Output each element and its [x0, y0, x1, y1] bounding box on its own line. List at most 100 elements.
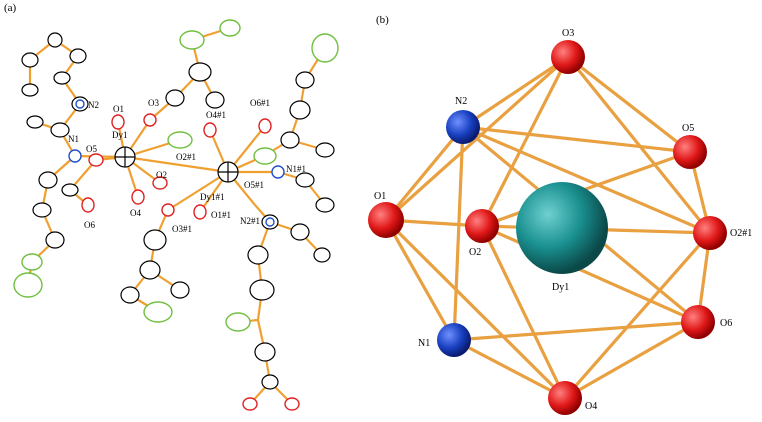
polyhedron-edge	[480, 150, 692, 228]
polyhedron-edge	[563, 231, 712, 400]
oxygen-atom	[258, 118, 272, 134]
fluorine-atom	[219, 19, 241, 37]
carbon-atom	[120, 286, 140, 304]
label-b-o3: O3	[562, 28, 574, 39]
label-b-dy1: Dy1	[552, 282, 569, 293]
label-b-n1: N1	[418, 338, 430, 349]
oxygen-sphere-o3	[551, 40, 585, 74]
polyhedron-edge	[384, 125, 465, 222]
polyhedron-edge	[480, 55, 570, 228]
oxygen-atom	[88, 153, 104, 167]
polyhedron-edge	[461, 125, 712, 235]
carbon-atom	[26, 115, 44, 129]
carbon-atom	[139, 260, 161, 280]
polyhedron-edge	[480, 224, 700, 324]
polyhedron-edge	[452, 320, 700, 342]
carbon-atom	[165, 89, 185, 107]
polyhedron-edge	[566, 55, 692, 154]
label-n2-1: N2#1	[240, 216, 260, 226]
label-n1: N1	[68, 134, 79, 144]
label-o3: O3	[148, 98, 159, 108]
fluorine-atom	[21, 253, 43, 271]
bond	[167, 171, 229, 211]
label-b-o4: O4	[585, 401, 597, 412]
oxygen-atom	[143, 113, 157, 127]
bond	[124, 155, 229, 174]
oxygen-sphere-o4	[548, 381, 582, 415]
panel-a-dysprosium-atoms	[114, 146, 239, 183]
dysprosium-sphere	[516, 182, 608, 274]
carbon-atom	[170, 281, 190, 299]
carbon-atom	[280, 131, 300, 149]
fluorine-atom	[225, 312, 251, 332]
oxygen-sphere-o2-1	[693, 216, 727, 250]
fluorine-atom	[311, 33, 339, 63]
panel-a-labels: N2 O1 O3 Dy1 N1 O5 O6 O4 O2 O2#1 O4#1 O6…	[68, 98, 306, 234]
polyhedron-edge	[384, 218, 456, 342]
panel-a-fluorine-atoms	[13, 19, 339, 332]
polyhedron-edge	[461, 125, 692, 154]
fluorine-atom	[13, 272, 43, 298]
carbon-atom	[315, 142, 335, 158]
polyhedron-edge	[452, 125, 465, 342]
oxygen-sphere-o5	[673, 135, 707, 169]
carbon-atom	[313, 247, 331, 263]
oxygen-atom	[203, 122, 217, 138]
polyhedron-edge	[384, 218, 484, 228]
carbon-atom	[50, 122, 70, 138]
polyhedron-edge	[688, 150, 712, 235]
label-o5: O5	[86, 144, 97, 154]
oxygen-atom	[152, 176, 168, 190]
carbon-atom	[21, 52, 39, 68]
nitrogen-atom	[75, 99, 85, 109]
polyhedron-edge	[566, 55, 712, 235]
label-b-o2: O2	[469, 247, 481, 258]
oxygen-atom	[131, 189, 145, 205]
polyhedron-edge	[696, 231, 712, 324]
label-o2: O2	[156, 170, 167, 180]
label-b-o6: O6	[720, 318, 732, 329]
label-n2: N2	[88, 100, 99, 110]
carbon-atom	[249, 279, 275, 301]
panel-b-edges	[384, 55, 712, 400]
carbon-atom	[188, 62, 212, 82]
carbon-atom	[47, 32, 63, 48]
label-o5-1: O5#1	[244, 180, 264, 190]
panel-a-structure: N2 O1 O3 Dy1 N1 O5 O6 O4 O2 O2#1 O4#1 O6…	[13, 19, 339, 411]
panel-b-labels: O3 N2 O5 O1 O2 O2#1 Dy1 N1 O6 O4	[374, 28, 752, 412]
carbon-atom	[38, 171, 58, 189]
label-o4-1: O4#1	[206, 110, 226, 120]
nitrogen-atom	[265, 217, 275, 227]
carbon-atom	[143, 229, 167, 251]
panel-b-label: (b)	[376, 14, 389, 26]
label-o3-1: O3#1	[172, 224, 192, 234]
oxygen-atom	[284, 397, 300, 411]
label-n1-1: N1#1	[286, 164, 306, 174]
panel-a-bonds	[26, 26, 326, 405]
carbon-atom	[61, 183, 79, 197]
fluorine-atom	[179, 30, 205, 50]
nitrogen-atom	[271, 165, 285, 179]
nitrogen-sphere-n2	[446, 110, 480, 144]
label-o1-1: O1#1	[211, 210, 231, 220]
carbon-atom	[53, 71, 71, 85]
fluorine-atom	[143, 301, 173, 323]
polyhedron-edge	[384, 55, 570, 222]
oxygen-sphere-o2	[465, 209, 499, 243]
carbon-atom	[254, 342, 276, 362]
carbon-atom	[247, 245, 269, 265]
label-b-n2: N2	[455, 96, 467, 107]
carbon-atom	[21, 83, 39, 97]
label-b-o2-1: O2#1	[730, 228, 752, 239]
panel-a-carbon-atoms	[21, 32, 335, 390]
oxygen-atom	[111, 114, 125, 130]
panel-a-oxygen-atoms	[81, 113, 300, 411]
carbon-atom	[295, 172, 315, 188]
label-o4: O4	[130, 208, 141, 218]
carbon-atom	[32, 202, 52, 218]
label-o2-1: O2#1	[176, 152, 196, 162]
oxygen-atom	[193, 204, 207, 220]
polyhedron-edge	[563, 320, 700, 400]
oxygen-atom	[161, 203, 175, 217]
polyhedron-edge	[480, 224, 712, 235]
